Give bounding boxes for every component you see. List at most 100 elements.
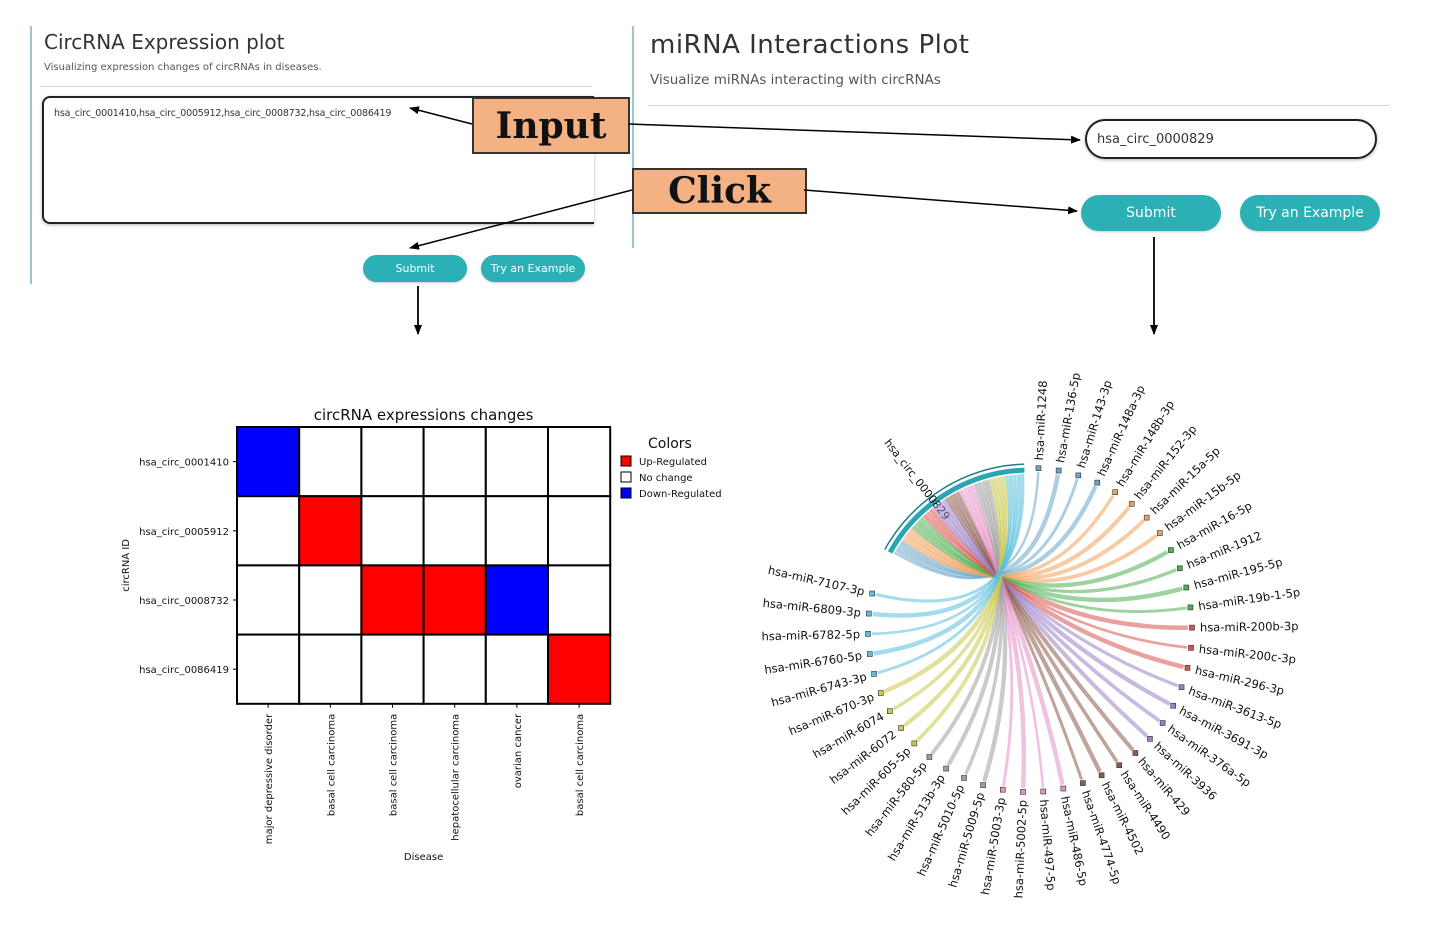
chord-ribbon xyxy=(948,495,1119,763)
x-axis-label: Disease xyxy=(404,852,443,863)
target-label: hsa-miR-200b-3p xyxy=(1200,619,1299,634)
circrna-id-input-value: hsa_circ_0000829 xyxy=(1097,131,1214,147)
chord-ribbon xyxy=(966,485,1027,788)
target-marker xyxy=(911,740,918,747)
target-marker xyxy=(1170,702,1177,709)
left-panel-subtitle: Visualizing expression changes of circRN… xyxy=(44,62,322,73)
right-panel-border xyxy=(632,26,634,248)
target-marker xyxy=(866,610,872,617)
chord-ribbon xyxy=(917,519,1184,603)
target-marker xyxy=(1132,750,1139,756)
target-marker xyxy=(1178,684,1185,691)
legend-label: Up-Regulated xyxy=(639,457,707,468)
right-example-button[interactable]: Try an Example xyxy=(1240,195,1380,231)
x-tick-label: basal cell carcinoma xyxy=(575,714,586,816)
heatmap-cell xyxy=(547,426,612,498)
left-panel-divider xyxy=(40,86,592,87)
target-label: hsa-miR-6782-5p xyxy=(761,627,860,643)
target-marker xyxy=(1080,780,1086,786)
heatmap-title: circRNA expressions changes xyxy=(314,406,534,424)
chord-ribbon xyxy=(872,474,1018,636)
target-label: hsa-miR-5003-3p xyxy=(978,796,1008,896)
chord-ribbon xyxy=(875,474,1025,603)
chord-ribbon xyxy=(873,474,1015,656)
left-example-button[interactable]: Try an Example xyxy=(481,255,585,282)
target-marker xyxy=(1143,514,1150,521)
legend-swatch xyxy=(620,455,632,467)
target-marker xyxy=(1112,489,1118,495)
chord-ribbon xyxy=(938,501,1161,723)
target-marker xyxy=(1176,565,1183,572)
x-tick-label: basal cell carcinoma xyxy=(326,714,337,816)
circrna-id-input[interactable]: hsa_circ_0000829 xyxy=(1085,119,1377,159)
chord-ribbon xyxy=(946,480,1003,767)
target-label: hsa-miR-200c-3p xyxy=(1198,642,1297,667)
target-marker xyxy=(1147,736,1153,742)
legend-title: Colors xyxy=(648,436,692,452)
legend-swatch xyxy=(620,471,632,483)
chord-ribbon xyxy=(872,474,1022,618)
heatmap-cell xyxy=(484,633,549,705)
chord-ribbon xyxy=(922,513,1189,630)
chord-ribbon xyxy=(930,479,1002,756)
chord-ribbon xyxy=(932,506,1179,688)
chord-ribbon xyxy=(877,475,1012,675)
target-label: hsa-miR-1248 xyxy=(1032,380,1050,460)
target-marker xyxy=(1183,584,1190,591)
target-marker xyxy=(1040,788,1047,795)
heatmap-cell xyxy=(360,495,425,567)
chord-ribbon xyxy=(914,522,1177,594)
chord-ribbon xyxy=(951,492,1102,773)
heatmap-cell xyxy=(484,426,549,498)
click-callout: Click xyxy=(632,168,807,214)
right-panel-subtitle: Visualize miRNAs interacting with circRN… xyxy=(650,72,941,88)
legend-swatch xyxy=(620,487,632,499)
target-marker xyxy=(871,671,877,677)
left-panel-border xyxy=(30,26,32,284)
target-marker xyxy=(1116,762,1123,769)
chord-ribbon xyxy=(897,478,1079,578)
chord-ribbon xyxy=(926,511,1188,649)
right-submit-button[interactable]: Submit xyxy=(1081,195,1221,231)
target-marker xyxy=(1020,789,1026,795)
chord-ribbon xyxy=(963,487,1045,788)
source-arc-outline xyxy=(884,463,1025,550)
target-label: hsa-miR-7107-3p xyxy=(767,563,866,599)
heatmap-cell xyxy=(360,426,425,498)
target-marker xyxy=(1094,479,1101,486)
target-marker xyxy=(1189,624,1195,631)
chord-ribbon xyxy=(945,496,1135,752)
chord-ribbon xyxy=(941,499,1149,738)
heatmap-cell xyxy=(360,564,425,636)
chord-ribbon xyxy=(902,494,1115,578)
heatmap-cell xyxy=(298,426,363,498)
target-marker xyxy=(877,690,884,696)
target-marker xyxy=(1159,720,1166,726)
chord-ribbon xyxy=(899,485,1098,578)
target-marker xyxy=(961,775,967,781)
target-label: hsa-miR-497-5p xyxy=(1037,799,1058,891)
chord-ribbon xyxy=(970,484,1014,787)
chord-ribbon xyxy=(915,478,1003,742)
target-marker xyxy=(1187,604,1194,611)
target-marker xyxy=(980,782,986,788)
target-marker xyxy=(1098,772,1105,779)
arrow-input-to-textarea xyxy=(409,106,473,125)
legend-label: No change xyxy=(639,473,693,484)
target-marker xyxy=(869,590,875,597)
target-marker xyxy=(1060,785,1067,792)
y-axis-label: circRNA ID xyxy=(121,539,132,592)
target-marker xyxy=(1035,465,1042,472)
target-marker xyxy=(887,708,893,714)
chord-ribbon xyxy=(973,483,1008,782)
chord-ribbon xyxy=(892,476,1007,711)
y-tick-label: hsa_circ_0005912 xyxy=(139,527,229,538)
heatmap-cell xyxy=(298,495,363,567)
target-marker xyxy=(1055,467,1062,474)
left-submit-button[interactable]: Submit xyxy=(363,255,467,282)
chord-ribbon xyxy=(955,491,1084,780)
heatmap-cell xyxy=(547,495,612,567)
